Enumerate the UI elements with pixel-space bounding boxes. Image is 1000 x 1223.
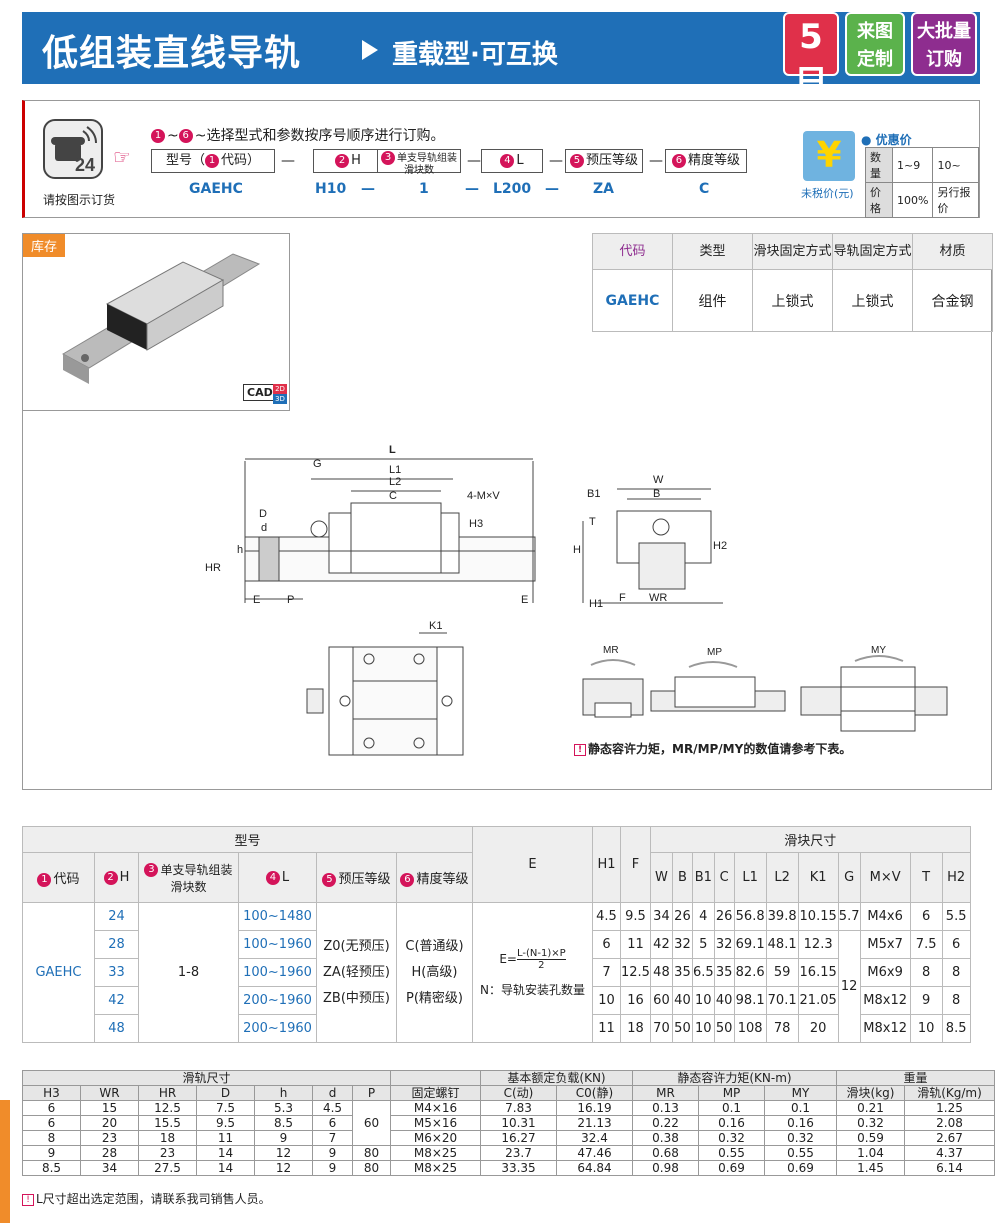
svg-text:MR: MR <box>603 645 619 656</box>
example-count: 1 <box>419 181 429 197</box>
example-h: H10 <box>315 181 347 197</box>
svg-text:E: E <box>521 594 528 606</box>
drawing-area: L L1 L2 G C 4-M×V D d h HR H3 E P E W <box>22 233 992 790</box>
stock-tag: 库存 <box>23 234 66 257</box>
example-precision: C <box>699 181 710 197</box>
svg-text:K1: K1 <box>429 620 442 632</box>
svg-text:L1: L1 <box>389 464 401 476</box>
page-title: 低组装直线导轨 <box>42 33 302 74</box>
svg-text:WR: WR <box>649 592 667 604</box>
technical-drawing: L L1 L2 G C 4-M×V D d h HR H3 E P E W <box>205 444 948 756</box>
spec-table: 代码 类型 滑块固定方式 导轨固定方式 材质 GAEHC 组件 上锁式 上锁式 … <box>592 233 993 332</box>
product-image-panel: 库存 CAD 2D 3D <box>22 233 290 411</box>
rail-table: 滑轨尺寸 基本额定负载(KN) 静态容许力矩(KN-m) 重量 H3 WR HR… <box>22 1070 995 1176</box>
cad-label: CAD <box>243 384 277 401</box>
phone-label: 请按图示订货 <box>43 193 116 207</box>
product-image <box>61 253 261 384</box>
svg-text:W: W <box>653 474 664 486</box>
svg-text:L: L <box>389 444 396 456</box>
svg-text:MY: MY <box>871 645 886 656</box>
svg-text:MP: MP <box>707 647 722 658</box>
svg-text:B: B <box>653 488 660 500</box>
svg-text:HR: HR <box>205 562 221 574</box>
cad-2d3d-icon: 2D 3D <box>273 384 287 404</box>
example-code: GAEHC <box>189 181 243 197</box>
arrow-icon <box>362 40 378 60</box>
svg-text:4-M×V: 4-M×V <box>467 490 500 502</box>
svg-text:H: H <box>573 544 581 556</box>
svg-text:P: P <box>287 594 294 606</box>
moment-note: !静态容许力矩，MR/MP/MY的数值请参考下表。 <box>574 740 851 757</box>
svg-text:B1: B1 <box>587 488 600 500</box>
side-tab <box>0 1100 10 1223</box>
phone-24h-icon: 24 <box>43 119 103 179</box>
svg-text:24: 24 <box>75 155 95 175</box>
svg-text:h: h <box>237 544 243 556</box>
yen-icon: ¥ <box>803 131 855 181</box>
svg-text:E: E <box>253 594 260 606</box>
pointing-hand-icon: ☞ <box>113 145 131 169</box>
info-icon: ! <box>574 743 586 756</box>
svg-text:H1: H1 <box>589 598 603 610</box>
svg-text:L2: L2 <box>389 476 401 488</box>
page-subtitle: 重载型·可互换 <box>392 40 558 70</box>
length-note: !L尺寸超出选定范围，请联系我司销售人员。 <box>22 1190 271 1207</box>
svg-text:G: G <box>313 458 322 470</box>
svg-text:F: F <box>619 592 626 604</box>
example-l: L200 <box>493 181 532 197</box>
svg-text:C: C <box>389 490 397 502</box>
example-preload: ZA <box>593 181 614 197</box>
svg-text:T: T <box>589 516 596 528</box>
badge-bulk-order: 大批量 订购 <box>911 12 977 76</box>
badge-custom: 来图 定制 <box>845 12 905 76</box>
svg-text:d: d <box>261 522 267 534</box>
svg-text:H2: H2 <box>713 540 727 552</box>
svg-text:D: D <box>259 508 267 520</box>
info-icon: ! <box>22 1193 34 1206</box>
table-row: GAEHC 24 1-8 100~1480 Z0(无预压)ZA(轻预压)ZB(中… <box>22 902 971 1043</box>
svg-text:H3: H3 <box>469 518 483 530</box>
order-instruction: 1~6~选择型式和参数按序号顺序进行订购。 <box>151 125 444 145</box>
badge-5day-shipping: 5日 发货 <box>783 12 839 115</box>
price-note: 未税价(元) <box>801 187 854 200</box>
price-title: ● 优惠价 <box>861 133 912 147</box>
